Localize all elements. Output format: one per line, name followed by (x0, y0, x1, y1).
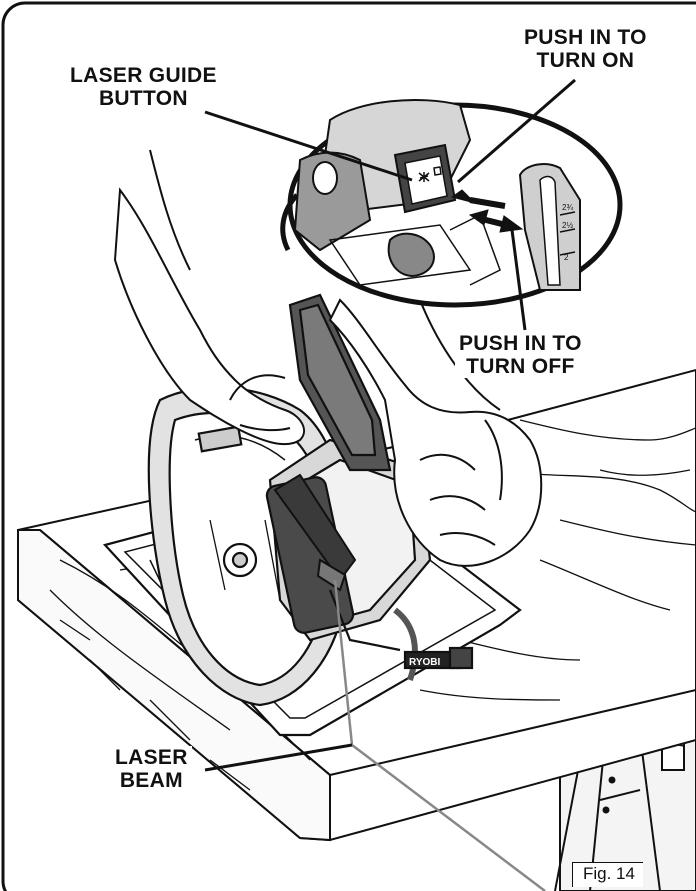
callout-laser-beam-line-1: LASER (115, 746, 188, 769)
callout-turn-on-line-2: TURN ON (536, 49, 635, 72)
saw-handle (288, 293, 392, 472)
callout-push-turn-on: PUSH IN TO TURN ON (520, 26, 651, 72)
gauge-mark-0: 2¾ (562, 203, 573, 212)
callout-laser-beam: LASER BEAM (111, 746, 192, 792)
magnifier-inset (280, 99, 623, 308)
callout-laser-beam-line-2: BEAM (119, 769, 183, 792)
brand-badge: RYOBI (409, 657, 441, 668)
callout-laser-guide-line-1: LASER GUIDE (70, 64, 217, 87)
callout-arrows (204, 78, 576, 772)
figure-label: Fig. 14 (572, 862, 643, 887)
callout-laser-guide-button: LASER GUIDE BUTTON (66, 64, 221, 110)
laser-module (273, 473, 357, 592)
callout-turn-off-line-2: TURN OFF (466, 355, 575, 378)
left-hand (113, 149, 305, 446)
gauge-mark-2: 2 (564, 253, 569, 262)
callout-turn-on-line-1: PUSH IN TO (524, 26, 647, 49)
callout-laser-guide-line-2: BUTTON (98, 87, 188, 110)
gauge-mark-1: 2½ (562, 221, 573, 230)
callout-push-turn-off: PUSH IN TO TURN OFF (455, 332, 586, 378)
callout-turn-off-line-1: PUSH IN TO (459, 332, 582, 355)
laser-beam-line (333, 579, 546, 891)
